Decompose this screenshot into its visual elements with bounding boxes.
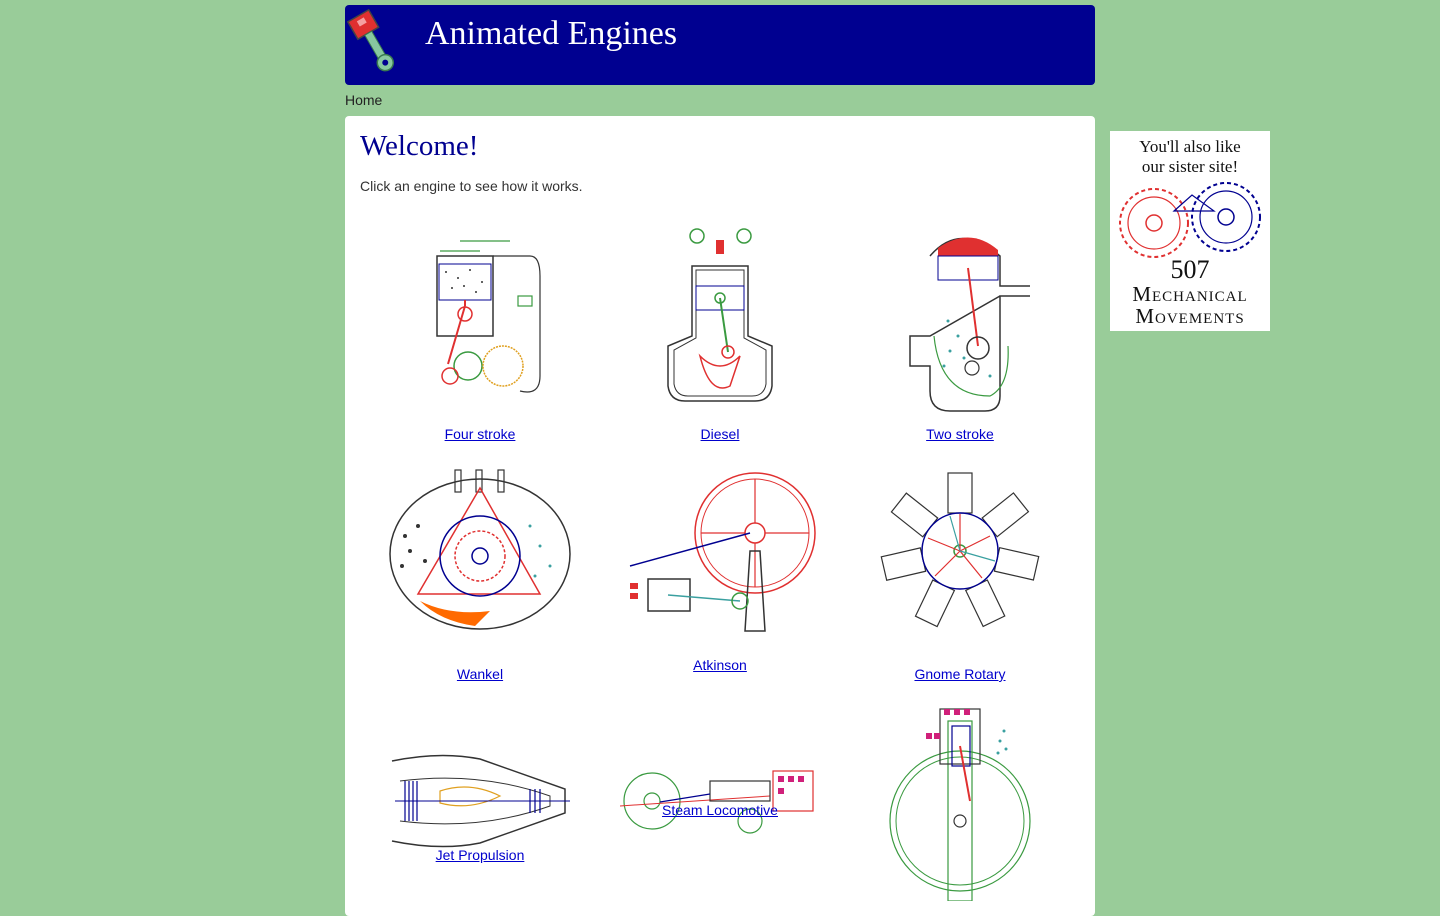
sister-site-word2: Movements bbox=[1135, 304, 1245, 328]
sister-site-line1: You'll also like bbox=[1139, 137, 1241, 156]
jet-propulsion-engine-icon[interactable] bbox=[380, 751, 580, 851]
engine-link-two-stroke[interactable]: Two stroke bbox=[926, 426, 994, 442]
engine-link-steam-locomotive[interactable]: Steam Locomotive bbox=[662, 802, 778, 818]
sister-site-ad[interactable]: You'll also like our sister site! 507 Me… bbox=[1110, 131, 1270, 331]
site-title[interactable]: Animated Engines bbox=[425, 15, 678, 52]
engine-link-jet-propulsion[interactable]: Jet Propulsion bbox=[435, 847, 525, 863]
engine-link-four-stroke[interactable]: Four stroke bbox=[444, 426, 516, 442]
two-stroke-engine-icon[interactable] bbox=[860, 226, 1060, 416]
wankel-engine-icon[interactable] bbox=[380, 466, 580, 646]
gnome-rotary-engine-icon[interactable] bbox=[860, 466, 1060, 646]
engine-card-jet-propulsion[interactable]: Jet Propulsion bbox=[360, 751, 600, 871]
site-header: Animated Engines bbox=[345, 5, 1095, 85]
sister-site-word1: Mechanical bbox=[1132, 282, 1248, 306]
engine-link-gnome-rotary[interactable]: Gnome Rotary bbox=[914, 666, 1006, 682]
engine-card-two-stroke[interactable]: Two stroke bbox=[840, 226, 1080, 442]
engine-card-wankel[interactable]: Wankel bbox=[360, 466, 600, 682]
engine-card-steam-engine[interactable] bbox=[840, 701, 1080, 901]
sister-site-line2: our sister site! bbox=[1141, 157, 1239, 176]
breadcrumb-home[interactable]: Home bbox=[345, 92, 383, 108]
engine-card-diesel[interactable]: Diesel bbox=[600, 226, 840, 442]
four-stroke-engine-icon[interactable] bbox=[380, 226, 580, 406]
engine-card-atkinson[interactable]: Atkinson bbox=[600, 471, 840, 673]
gears-icon bbox=[1119, 182, 1261, 258]
engine-card-steam-locomotive[interactable]: Steam Locomotive bbox=[600, 766, 840, 856]
engine-link-diesel[interactable]: Diesel bbox=[700, 426, 740, 442]
engine-link-wankel[interactable]: Wankel bbox=[456, 666, 504, 682]
piston-logo-icon[interactable] bbox=[347, 7, 407, 79]
diesel-engine-icon[interactable] bbox=[620, 226, 820, 406]
steam-engine-icon[interactable] bbox=[860, 701, 1060, 901]
steam-locomotive-engine-icon[interactable] bbox=[620, 766, 820, 836]
engine-card-four-stroke[interactable]: Four stroke bbox=[360, 226, 600, 442]
atkinson-engine-icon[interactable] bbox=[620, 471, 820, 646]
sister-site-number: 507 bbox=[1170, 255, 1210, 284]
page-title: Welcome! bbox=[360, 130, 479, 162]
main-content: Welcome! Click an engine to see how it w… bbox=[345, 116, 1095, 916]
intro-text: Click an engine to see how it works. bbox=[360, 178, 583, 194]
engine-card-gnome-rotary[interactable]: Gnome Rotary bbox=[840, 466, 1080, 682]
engine-link-atkinson[interactable]: Atkinson bbox=[693, 657, 747, 673]
